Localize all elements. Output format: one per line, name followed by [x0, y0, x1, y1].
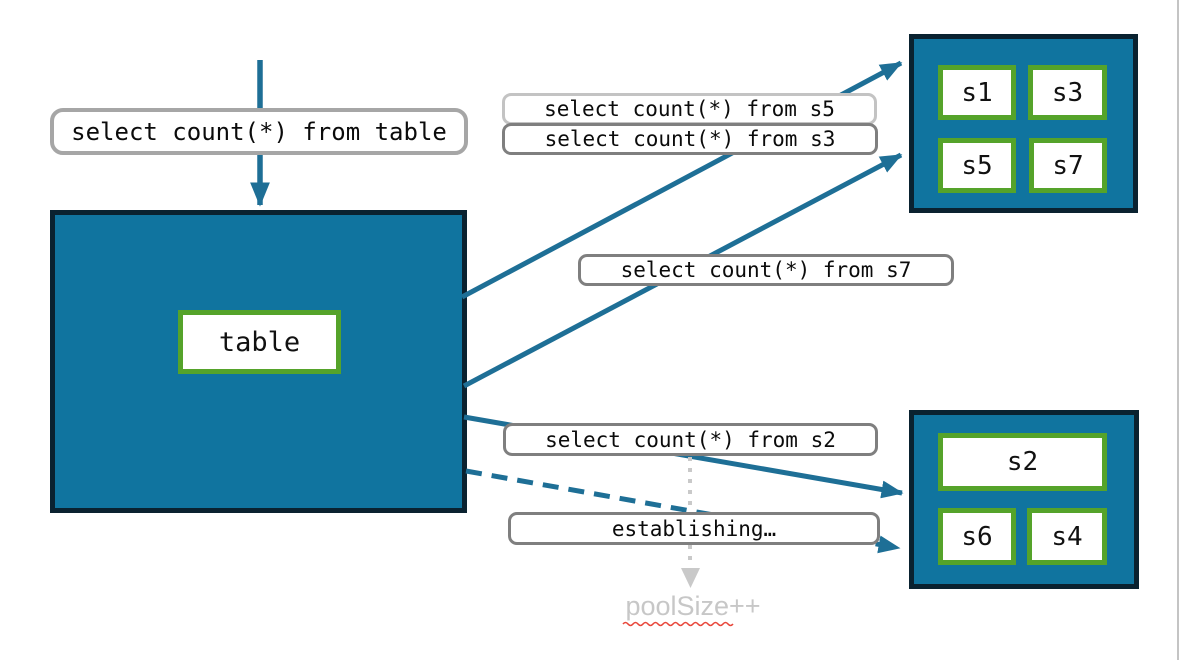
shard-chip-s6: s6 [938, 508, 1016, 565]
label-establishing: establishing… [508, 512, 880, 545]
poolsize-caption: poolSize++ [625, 591, 761, 621]
query-label-s7: select count(*) from s7 [578, 254, 954, 286]
query-label-s5-text: select count(*) from s5 [544, 97, 835, 121]
shard-label-s2: s2 [1006, 447, 1039, 477]
table-label: table [218, 326, 301, 358]
shard-label-s5: s5 [961, 150, 993, 181]
query-label-s3-text: select count(*) from s3 [544, 127, 836, 151]
label-establishing-text: establishing… [611, 516, 777, 541]
query-label-s2-text: select count(*) from s2 [545, 427, 836, 452]
shard-chip-s2: s2 [938, 433, 1107, 491]
query-label-table-text: select count(*) from table [71, 117, 447, 146]
shard-chip-s7: s7 [1029, 138, 1107, 193]
shard-label-s1: s1 [961, 77, 993, 108]
shard-chip-s1: s1 [938, 65, 1016, 120]
query-label-s2: select count(*) from s2 [503, 423, 878, 456]
poolsize-arrowhead-icon [681, 568, 700, 588]
query-label-s3: select count(*) from s3 [502, 123, 878, 155]
slide-edge-line [1177, 0, 1179, 660]
shard-chip-s4: s4 [1027, 508, 1107, 565]
query-label-s7-text: select count(*) from s7 [620, 258, 912, 282]
shard-label-s7: s7 [1052, 150, 1084, 181]
shard-label-s4: s4 [1051, 521, 1083, 552]
table-chip: table [178, 310, 341, 374]
query-label-s5: select count(*) from s5 [502, 93, 877, 125]
spellcheck-squiggle [622, 621, 734, 627]
shard-label-s6: s6 [961, 521, 993, 552]
query-label-table: select count(*) from table [50, 108, 468, 155]
shard-chip-s5: s5 [938, 138, 1016, 193]
shard-chip-s3: s3 [1028, 65, 1107, 120]
shard-label-s3: s3 [1051, 77, 1084, 108]
